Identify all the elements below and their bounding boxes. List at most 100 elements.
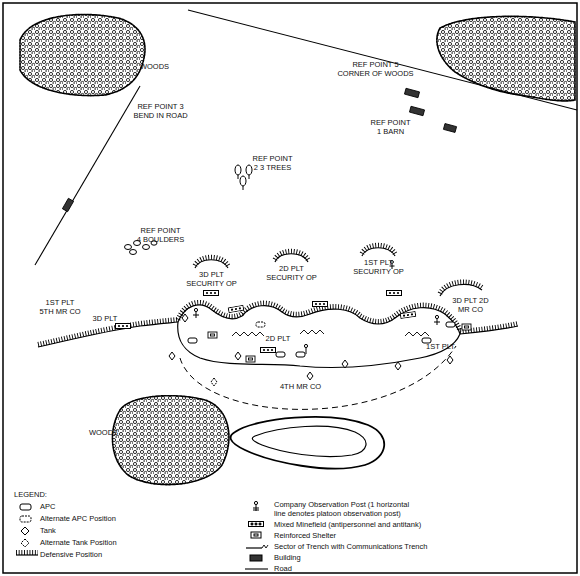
legend-text: APC (40, 502, 59, 511)
minefield (387, 291, 402, 296)
communications-trench (405, 332, 429, 336)
woods (20, 14, 575, 484)
legend-symbols (250, 555, 262, 561)
defensive-position (460, 324, 518, 332)
road (231, 417, 385, 469)
tank (447, 356, 453, 364)
trees (246, 165, 252, 175)
woods (437, 16, 575, 101)
legend-symbols (254, 534, 258, 536)
apc (296, 352, 305, 357)
communications-trench (300, 330, 324, 334)
map-label: 1ST PLT 5TH MR CO (38, 298, 82, 316)
minefield (116, 324, 131, 329)
legend-symbols (20, 516, 31, 522)
tank (182, 314, 188, 322)
observation-post (434, 322, 440, 323)
frame (3, 3, 577, 573)
tank (169, 352, 175, 360)
apc (256, 322, 265, 327)
defensive-position (178, 305, 460, 334)
defensive-position (38, 322, 178, 347)
legend-symbols (253, 510, 259, 511)
communications-trench (232, 330, 429, 336)
reinforced-shelter (208, 332, 217, 338)
observation-post (304, 344, 307, 347)
legend-symbols (21, 527, 29, 535)
defensive-position (178, 322, 460, 368)
defensive-position (195, 260, 228, 268)
map-label: 3D PLT SECURITY OP (185, 270, 238, 288)
defensive-position (440, 282, 482, 294)
building (409, 106, 424, 115)
road (188, 10, 577, 110)
reinforced-shelter (246, 356, 255, 362)
defensive-position (178, 302, 460, 331)
reinforced-shelter (462, 324, 471, 330)
legend-text: Building (274, 553, 304, 562)
trees (238, 175, 239, 179)
communications-trench (232, 332, 264, 336)
map-label: REF POINT 2 3 TREES (248, 154, 297, 172)
trees (235, 165, 252, 190)
legend-symbols (246, 547, 262, 548)
legend-symbols (245, 568, 268, 569)
legend-text: Alternate APC Position (40, 514, 120, 523)
legend-symbols (20, 504, 31, 510)
minefield (400, 311, 416, 318)
legend-symbols (254, 501, 257, 504)
apc (188, 338, 197, 343)
building (62, 88, 456, 211)
woods (112, 396, 229, 485)
legend-symbols (21, 539, 29, 547)
minefield (204, 291, 219, 296)
legend-text: Company Observation Post (1 horizontal l… (274, 500, 454, 518)
map-label: REF POINT 1 BARN (366, 118, 415, 136)
apc (446, 322, 455, 327)
map-label: 2D PLT (264, 334, 292, 343)
defensive-position (195, 257, 228, 265)
legend-text: Sector of Trench with Communications Tre… (274, 542, 431, 551)
defensive-position (38, 245, 518, 367)
road (35, 86, 140, 265)
map-label: 1ST PLT (424, 342, 457, 351)
road (35, 10, 577, 469)
legend-symbols (16, 501, 268, 569)
map-label: 3D PLT (91, 314, 119, 323)
map-label: LEGEND: (14, 490, 50, 499)
minefield (313, 302, 328, 307)
map-label: 2D PLT SECURITY OP (265, 264, 318, 282)
defensive-position (275, 251, 308, 259)
defensive-position (362, 245, 395, 253)
map-label: REF POINT 5 CORNER OF WOODS (336, 60, 415, 78)
boulders (130, 250, 137, 255)
observation-post (194, 308, 197, 311)
legend-symbols (251, 532, 261, 538)
boulders (125, 245, 132, 250)
tank (169, 314, 453, 386)
defensive-position (275, 254, 308, 262)
tank (307, 372, 313, 380)
trees (240, 176, 246, 186)
boulders (143, 245, 150, 250)
legend-text: Defensive Position (40, 550, 106, 559)
map-label: REF POINT 3 BEND IN ROAD (132, 102, 189, 120)
legend-symbols (262, 545, 268, 548)
legend-text: Alternate Tank Position (40, 538, 120, 547)
trees (243, 186, 244, 190)
observation-post (435, 315, 438, 318)
map-label: 4TH MR CO (278, 382, 323, 391)
reinforced-shelter (465, 326, 469, 328)
tank (342, 360, 348, 368)
building (62, 198, 73, 211)
tank (395, 362, 401, 370)
company-boundary (180, 346, 456, 409)
legend-symbols (16, 550, 38, 555)
legend-text: Reinforced Shelter (274, 531, 340, 540)
minefield (116, 291, 416, 353)
trees (235, 165, 241, 175)
defensive-position (362, 248, 395, 256)
trees (249, 175, 250, 179)
